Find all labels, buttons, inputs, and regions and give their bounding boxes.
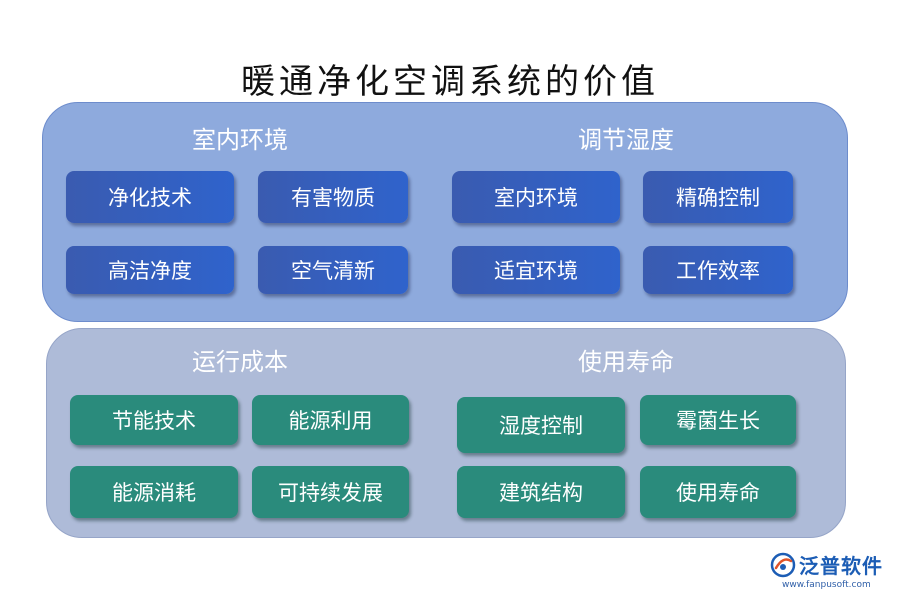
page-title: 暖通净化空调系统的价值 (241, 62, 659, 102)
item-service-life: 使用寿命 (640, 466, 796, 518)
group-title-service-life: 使用寿命 (578, 348, 674, 376)
item-humidity-control: 湿度控制 (457, 397, 625, 453)
item-energy-consumption: 能源消耗 (70, 466, 238, 518)
item-sustainable-development: 可持续发展 (252, 466, 409, 518)
brand-logo: 泛普软件 (770, 550, 883, 579)
item-energy-utilization: 能源利用 (252, 395, 409, 445)
item-indoor-environment: 室内环境 (452, 171, 620, 223)
item-purification-tech: 净化技术 (66, 171, 234, 223)
item-precise-control: 精确控制 (643, 171, 793, 223)
item-harmful-substances: 有害物质 (258, 171, 408, 223)
item-mold-growth: 霉菌生长 (640, 395, 796, 445)
group-title-operating-cost: 运行成本 (192, 348, 288, 376)
group-title-humidity-regulation: 调节湿度 (578, 126, 674, 154)
item-building-structure: 建筑结构 (457, 466, 625, 518)
fanpu-logo-icon (770, 552, 796, 577)
item-suitable-environment: 适宜环境 (452, 246, 620, 294)
item-high-cleanliness: 高洁净度 (66, 246, 234, 294)
item-fresh-air: 空气清新 (258, 246, 408, 294)
item-work-efficiency: 工作效率 (643, 246, 793, 294)
group-title-indoor-environment: 室内环境 (192, 126, 288, 154)
brand-name: 泛普软件 (799, 554, 883, 578)
brand-url: www.fanpusoft.com (782, 580, 871, 590)
item-energy-saving-tech: 节能技术 (70, 395, 238, 445)
